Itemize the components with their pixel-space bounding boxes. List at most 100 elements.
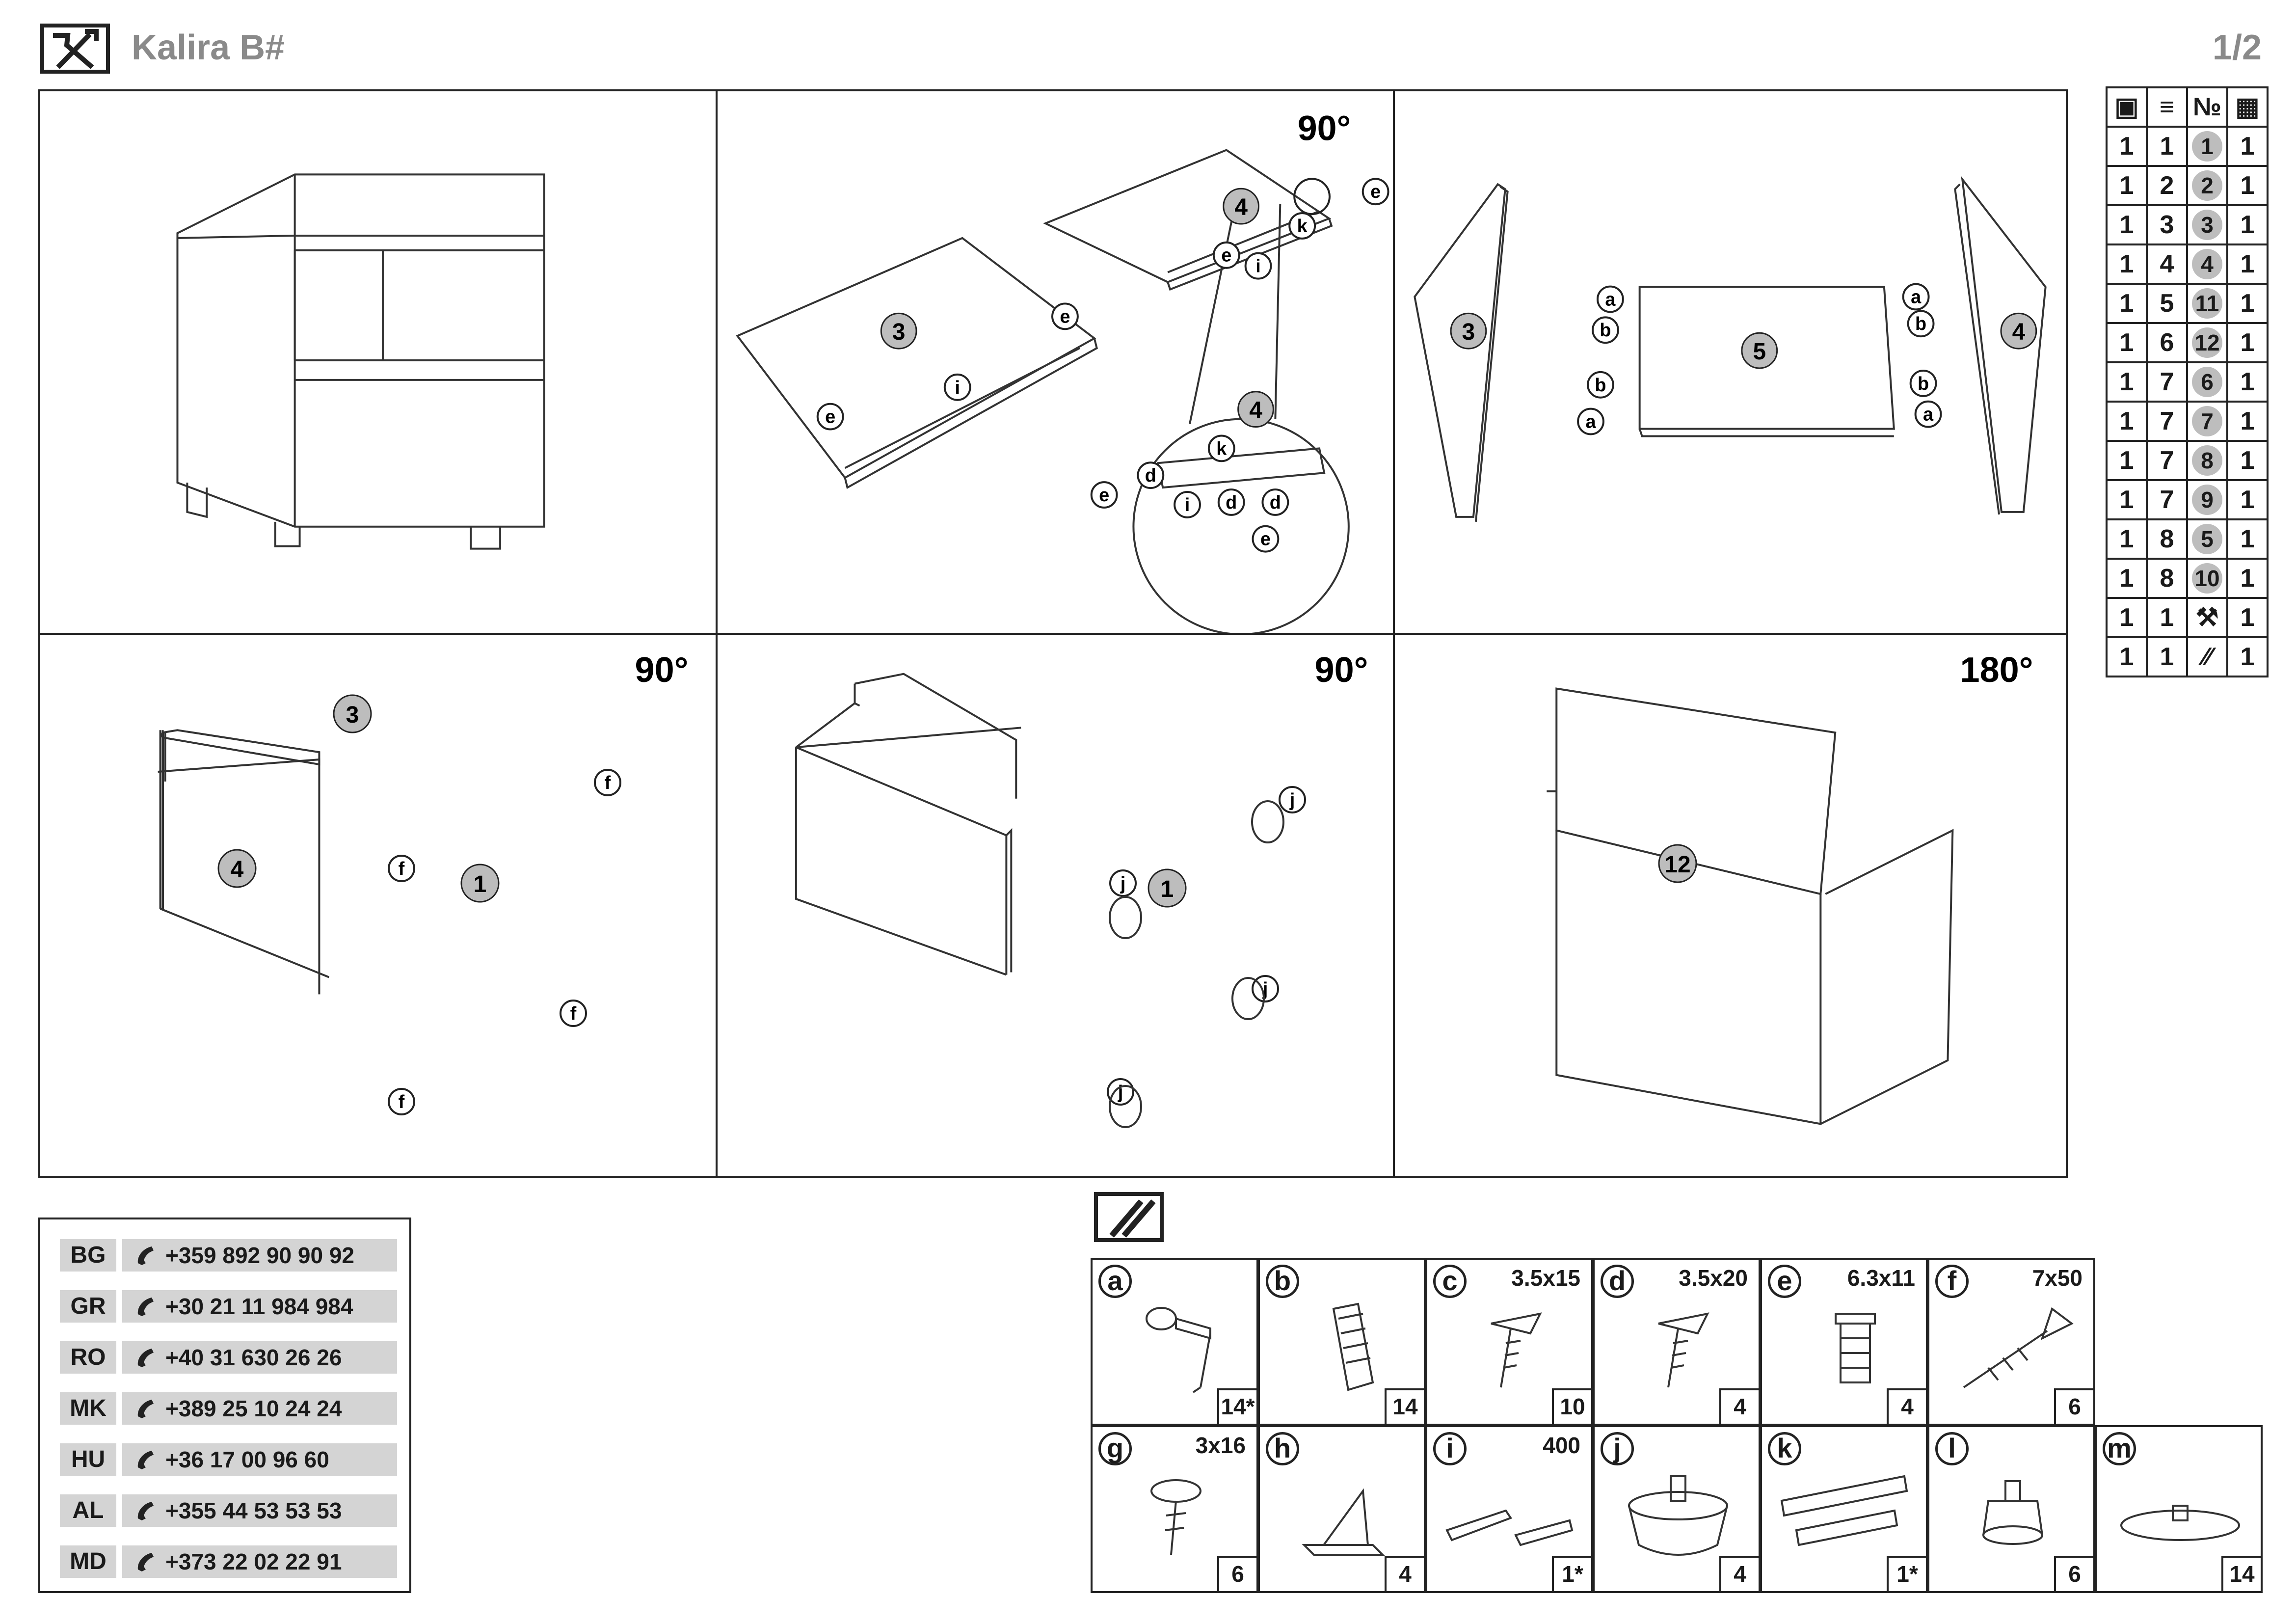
hardware-letter: i xyxy=(1433,1432,1467,1465)
svg-text:e: e xyxy=(1099,485,1109,506)
phone-entry: +389 25 10 24 24 xyxy=(122,1392,397,1425)
step-4-panel xyxy=(40,635,718,1178)
step-1-panel xyxy=(40,91,718,635)
piece-quantity: 1 xyxy=(2226,479,2269,520)
hardware-quantity: 4 xyxy=(1887,1388,1926,1424)
fittings-icon xyxy=(1094,1192,1164,1242)
step-6-rotation: 180° xyxy=(1960,650,2033,690)
box-icon: ▣ xyxy=(2106,86,2148,128)
package-index: 7 xyxy=(2146,479,2188,520)
svg-text:b: b xyxy=(1918,374,1929,394)
package-count: 1 xyxy=(2106,244,2148,285)
piece-quantity: 1 xyxy=(2226,204,2269,245)
svg-text:e: e xyxy=(825,407,835,428)
step-6-panel xyxy=(1395,635,2068,1178)
washer-screw-icon xyxy=(1150,1479,1201,1555)
step-5-panel xyxy=(718,635,1395,1178)
hardware-letter: f xyxy=(1935,1265,1969,1298)
phone-number: +30 21 11 984 984 xyxy=(165,1294,353,1319)
package-count: 1 xyxy=(2106,440,2148,481)
hardware-letter: j xyxy=(1601,1432,1634,1465)
contact-row: AL+355 44 53 53 53 xyxy=(60,1494,397,1527)
confirmat-screw-icon xyxy=(1963,1307,2074,1388)
stack-icon: ≡ xyxy=(2146,86,2188,128)
part-number: 11 xyxy=(2186,283,2228,324)
part-number: 10 xyxy=(2186,558,2228,599)
part-number: 6 xyxy=(2186,361,2228,403)
svg-text:i: i xyxy=(955,378,960,398)
package-count: 1 xyxy=(2106,361,2148,403)
package-count: 1 xyxy=(2106,636,2148,677)
hardware-size: 3.5x15 xyxy=(1511,1265,1580,1291)
svg-text:e: e xyxy=(1060,306,1070,327)
label-j: j xyxy=(1109,869,1137,897)
label-f: f xyxy=(594,769,621,796)
phone-icon xyxy=(137,1400,154,1418)
package-count: 1 xyxy=(2106,401,2148,442)
phone-number: +40 31 630 26 26 xyxy=(165,1345,342,1370)
phone-icon xyxy=(137,1246,154,1265)
step-3-center-part: 5 xyxy=(1753,339,1766,365)
hardware-quantity: 6 xyxy=(2054,1556,2093,1591)
country-code: MK xyxy=(60,1392,116,1425)
step-5-front-part: 1 xyxy=(1161,876,1174,902)
svg-text:f: f xyxy=(399,1092,405,1112)
slide-mounting-drawing: 90° 3 4 4 e i e e i k e k d i d d xyxy=(736,109,1389,633)
part-number: 7 xyxy=(2186,401,2228,442)
label-e: e xyxy=(1051,302,1079,330)
part-number: 1 xyxy=(2186,126,2228,167)
hardware-quantity: 6 xyxy=(2054,1388,2093,1424)
step-4-back-part: 3 xyxy=(346,702,359,728)
package-count: 1 xyxy=(2106,165,2148,206)
fittings-icon: ∕∕ xyxy=(2186,636,2228,677)
drawer-slide-icon xyxy=(1445,1509,1574,1546)
package-count: 1 xyxy=(2106,126,2148,167)
hardware-item-k: k 1* xyxy=(1760,1425,1928,1593)
label-f: f xyxy=(388,1088,415,1115)
svg-text:k: k xyxy=(1216,438,1227,459)
hardware-letter: l xyxy=(1935,1432,1969,1465)
hardware-letter: k xyxy=(1768,1432,1801,1465)
label-e: e xyxy=(1252,525,1280,553)
hardware-size: 6.3x11 xyxy=(1847,1265,1915,1291)
svg-text:j: j xyxy=(1118,1082,1123,1103)
piece-quantity: 1 xyxy=(2226,126,2269,167)
country-code: BG xyxy=(60,1239,116,1272)
package-count: 1 xyxy=(2106,283,2148,324)
package-index: 7 xyxy=(2146,361,2188,403)
hardware-quantity: 4 xyxy=(1719,1556,1759,1591)
piece-quantity: 1 xyxy=(2226,518,2269,560)
label-e: e xyxy=(816,403,844,431)
country-code: AL xyxy=(60,1494,116,1527)
hardware-quantity: 1* xyxy=(1887,1556,1926,1591)
phone-icon xyxy=(137,1451,154,1469)
svg-text:d: d xyxy=(1270,492,1281,513)
part-number: 3 xyxy=(2186,204,2228,245)
country-code: HU xyxy=(60,1443,116,1476)
svg-text:b: b xyxy=(1595,375,1606,396)
svg-text:d: d xyxy=(1226,492,1237,513)
piece-quantity: 1 xyxy=(2226,165,2269,206)
label-k: k xyxy=(1288,212,1316,240)
svg-text:e: e xyxy=(1221,245,1231,266)
country-code: GR xyxy=(60,1290,116,1323)
label-d: d xyxy=(1261,488,1289,516)
phone-entry: +359 892 90 90 92 xyxy=(122,1239,397,1272)
label-e: e xyxy=(1090,481,1118,509)
svg-text:a: a xyxy=(1923,405,1934,425)
label-a: a xyxy=(1914,400,1942,428)
hardware-quantity: 1* xyxy=(1552,1556,1591,1591)
label-b: b xyxy=(1587,371,1614,399)
part-number: 9 xyxy=(2186,479,2228,520)
phone-icon xyxy=(137,1502,154,1520)
